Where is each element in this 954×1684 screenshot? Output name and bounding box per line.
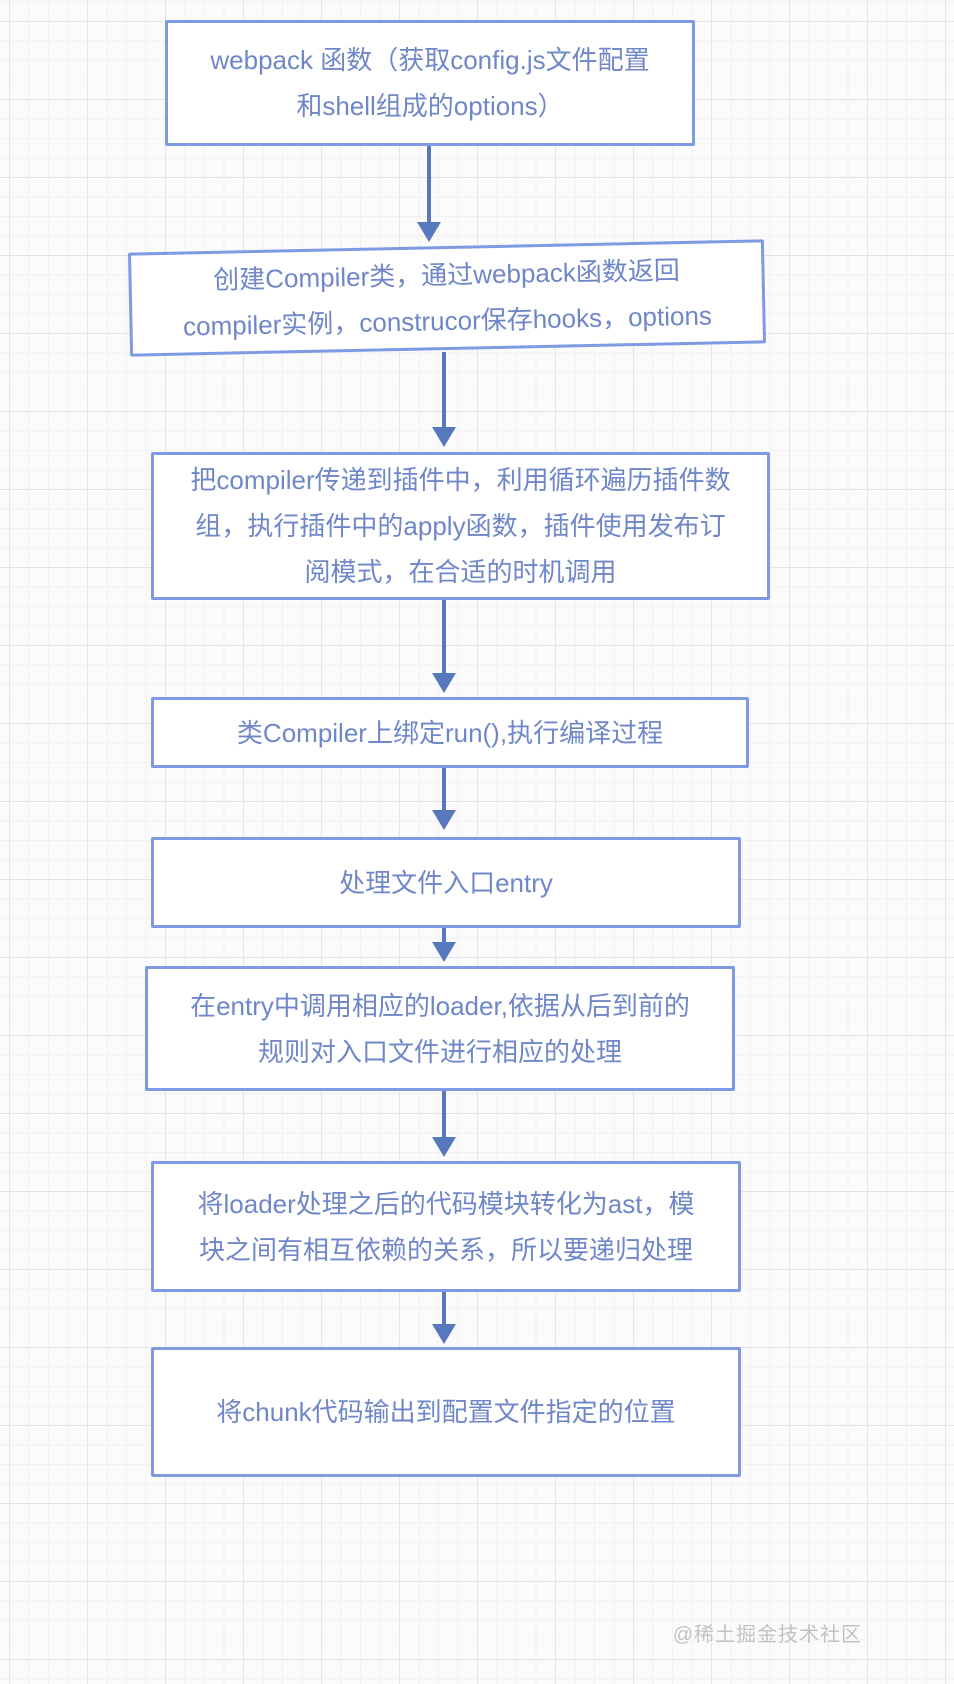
arrow-line (442, 1292, 446, 1325)
flow-node-text: 把compiler传递到插件中，利用循环遍历插件数 组，执行插件中的apply函… (190, 465, 731, 587)
flow-arrow (432, 1091, 456, 1157)
flow-node-text: 将chunk代码输出到配置文件指定的位置 (216, 1397, 676, 1427)
arrow-down-icon (432, 1137, 456, 1157)
flow-node-apply-plugins: 把compiler传递到插件中，利用循环遍历插件数 组，执行插件中的apply函… (151, 452, 770, 600)
arrow-down-icon (417, 222, 441, 242)
arrow-line (442, 928, 446, 943)
flow-node-call-loaders: 在entry中调用相应的loader,依据从后到前的 规则对入口文件进行相应的处… (145, 966, 735, 1091)
arrow-line (442, 768, 446, 811)
arrow-line (442, 352, 446, 428)
watermark: @稀土掘金技术社区 (672, 1624, 862, 1646)
flow-node-ast-recursion: 将loader处理之后的代码模块转化为ast，模 块之间有相互依赖的关系，所以要… (151, 1161, 741, 1292)
arrow-line (427, 146, 431, 223)
arrow-down-icon (432, 942, 456, 962)
flow-arrow (417, 146, 441, 242)
flow-node-text: 在entry中调用相应的loader,依据从后到前的 规则对入口文件进行相应的处… (190, 990, 690, 1067)
flow-node-text: 类Compiler上绑定run(),执行编译过程 (236, 717, 664, 748)
arrow-line (442, 1091, 446, 1138)
flow-node-process-entry: 处理文件入口entry (151, 837, 741, 928)
flow-arrow (432, 768, 456, 830)
flow-node-output-chunk: 将chunk代码输出到配置文件指定的位置 (151, 1347, 741, 1477)
arrow-down-icon (432, 673, 456, 693)
flow-node-text: webpack 函数（获取config.js文件配置 和shell组成的opti… (210, 45, 650, 121)
flow-arrow (432, 928, 456, 962)
arrow-down-icon (432, 427, 456, 447)
flow-node-text: 创建Compiler类，通过webpack函数返回 compiler实例，con… (182, 255, 713, 342)
flow-arrow (432, 1292, 456, 1344)
flow-node-text: 处理文件入口entry (339, 867, 553, 898)
arrow-line (442, 600, 446, 674)
flow-node-webpack-function: webpack 函数（获取config.js文件配置 和shell组成的opti… (165, 20, 695, 146)
flow-node-create-compiler: 创建Compiler类，通过webpack函数返回 compiler实例，con… (127, 239, 767, 357)
arrow-down-icon (432, 810, 456, 830)
flow-arrow (432, 600, 456, 693)
arrow-down-icon (432, 1324, 456, 1344)
flow-node-bind-run: 类Compiler上绑定run(),执行编译过程 (151, 697, 749, 768)
flow-node-text: 将loader处理之后的代码模块转化为ast，模 块之间有相互依赖的关系，所以要… (197, 1188, 695, 1265)
flow-arrow (432, 352, 456, 447)
